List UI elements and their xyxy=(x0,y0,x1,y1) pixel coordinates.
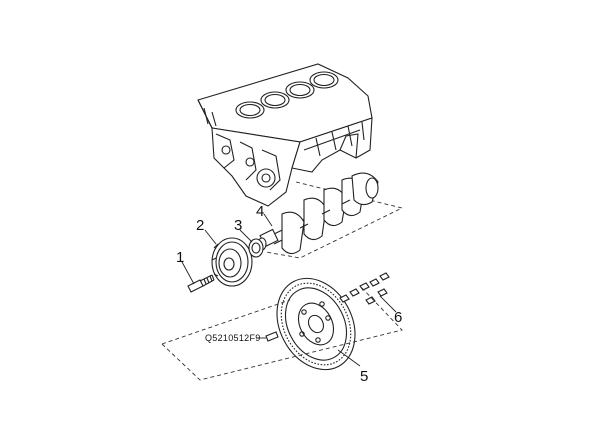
flywheel-bolts xyxy=(339,272,390,305)
pulley-bolt xyxy=(187,274,215,293)
group-outline-upper xyxy=(265,181,404,259)
callout-5: 5 xyxy=(360,368,368,385)
callout-6: 6 xyxy=(394,309,402,326)
flywheel xyxy=(276,277,356,371)
crankshaft-pulley xyxy=(211,237,253,287)
cylinder-block xyxy=(197,63,373,207)
callout-3: 3 xyxy=(234,217,242,234)
callout-4: 4 xyxy=(256,203,264,220)
part-code-label: Q5210512F9 xyxy=(205,333,261,343)
leader-lines xyxy=(181,213,397,367)
group-outline-lower xyxy=(161,287,403,381)
oil-seal xyxy=(248,238,264,258)
callout-1: 1 xyxy=(176,249,184,266)
dowel-pin xyxy=(265,331,279,342)
cylinder-bores xyxy=(235,71,339,119)
callout-2: 2 xyxy=(196,217,204,234)
crankshaft xyxy=(257,172,379,255)
